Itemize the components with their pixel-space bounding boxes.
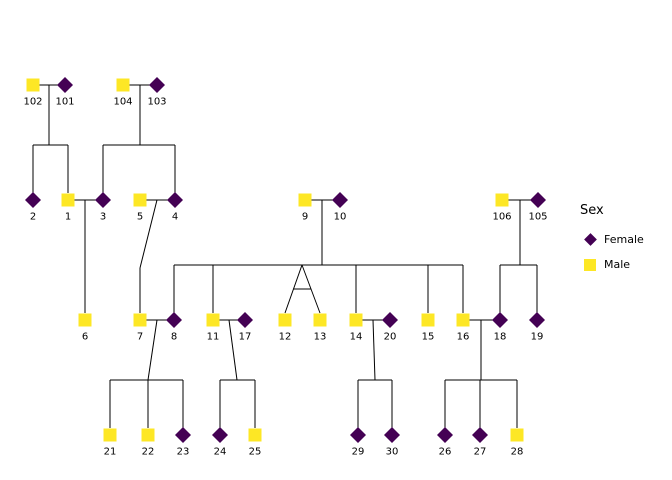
female-symbol (437, 427, 453, 443)
legend-label-male: Male (604, 258, 631, 271)
individual-id-label: 4 (172, 212, 178, 223)
male-symbol (141, 428, 155, 442)
individual-id-label: 30 (386, 447, 399, 458)
female-symbol (57, 77, 73, 93)
legend-title: Sex (580, 203, 604, 218)
male-symbol (116, 78, 130, 92)
female-symbol (149, 77, 165, 93)
individual-id-label: 106 (492, 212, 511, 223)
male-symbol (61, 193, 75, 207)
individual-id-label: 29 (352, 447, 365, 458)
legend-label-female: Female (604, 233, 644, 246)
male-square-icon (580, 255, 600, 275)
individual-id-label: 16 (457, 332, 470, 343)
pedigree-connector-line (139, 199, 158, 269)
individual-id-label: 24 (214, 447, 227, 458)
individual-id-label: 102 (23, 97, 42, 108)
female-symbol (350, 427, 366, 443)
individual-id-label: 7 (137, 332, 143, 343)
female-symbol (492, 312, 508, 328)
female-symbol (472, 427, 488, 443)
individual-id-label: 6 (82, 332, 88, 343)
individual-id-label: 3 (100, 212, 106, 223)
individual-id-label: 11 (207, 332, 220, 343)
male-symbol (133, 313, 147, 327)
male-symbol (248, 428, 262, 442)
male-symbol (510, 428, 524, 442)
legend-item-female: Female (580, 227, 644, 252)
pedigree-connector-line (147, 319, 158, 381)
female-symbol (332, 192, 348, 208)
male-symbol (421, 313, 435, 327)
male-symbol (349, 313, 363, 327)
legend: Sex Female Male (580, 203, 644, 277)
female-symbol (212, 427, 228, 443)
individual-id-label: 10 (334, 212, 347, 223)
male-symbol (103, 428, 117, 442)
individual-id-label: 5 (137, 212, 143, 223)
individual-id-label: 8 (171, 332, 177, 343)
male-symbol (313, 313, 327, 327)
male-swatch (584, 258, 596, 271)
individual-id-label: 28 (511, 447, 524, 458)
individual-id-label: 17 (239, 332, 252, 343)
female-symbol (529, 312, 545, 328)
male-symbol (206, 313, 220, 327)
individual-id-label: 9 (302, 212, 308, 223)
legend-item-male: Male (580, 252, 644, 277)
female-symbol (25, 192, 41, 208)
female-diamond-icon (580, 230, 600, 250)
individual-id-label: 19 (531, 332, 544, 343)
individual-id-label: 12 (279, 332, 292, 343)
individual-id-label: 15 (422, 332, 435, 343)
pedigree-connector-line (228, 319, 238, 381)
female-symbol (382, 312, 398, 328)
individual-id-label: 105 (528, 212, 547, 223)
individual-id-label: 104 (113, 97, 132, 108)
individual-id-label: 25 (249, 447, 262, 458)
female-symbol (384, 427, 400, 443)
individual-id-label: 23 (177, 447, 190, 458)
female-symbol (95, 192, 111, 208)
individual-id-label: 101 (55, 97, 74, 108)
male-symbol (298, 193, 312, 207)
individual-id-label: 22 (142, 447, 155, 458)
female-symbol (237, 312, 253, 328)
male-symbol (78, 313, 92, 327)
female-symbol (167, 192, 183, 208)
individual-id-label: 18 (494, 332, 507, 343)
male-symbol (133, 193, 147, 207)
pedigree-connector-line (372, 319, 376, 381)
individual-id-label: 14 (350, 332, 363, 343)
male-symbol (26, 78, 40, 92)
individual-id-label: 21 (104, 447, 117, 458)
male-symbol (495, 193, 509, 207)
individual-id-label: 103 (147, 97, 166, 108)
individual-id-label: 13 (314, 332, 327, 343)
male-symbol (456, 313, 470, 327)
individual-id-label: 20 (384, 332, 397, 343)
female-symbol (175, 427, 191, 443)
male-symbol (278, 313, 292, 327)
individual-id-label: 2 (30, 212, 36, 223)
female-symbol (166, 312, 182, 328)
female-swatch (583, 233, 597, 246)
female-symbol (530, 192, 546, 208)
individual-id-label: 27 (474, 447, 487, 458)
individual-id-label: 1 (65, 212, 71, 223)
individual-id-label: 26 (439, 447, 452, 458)
